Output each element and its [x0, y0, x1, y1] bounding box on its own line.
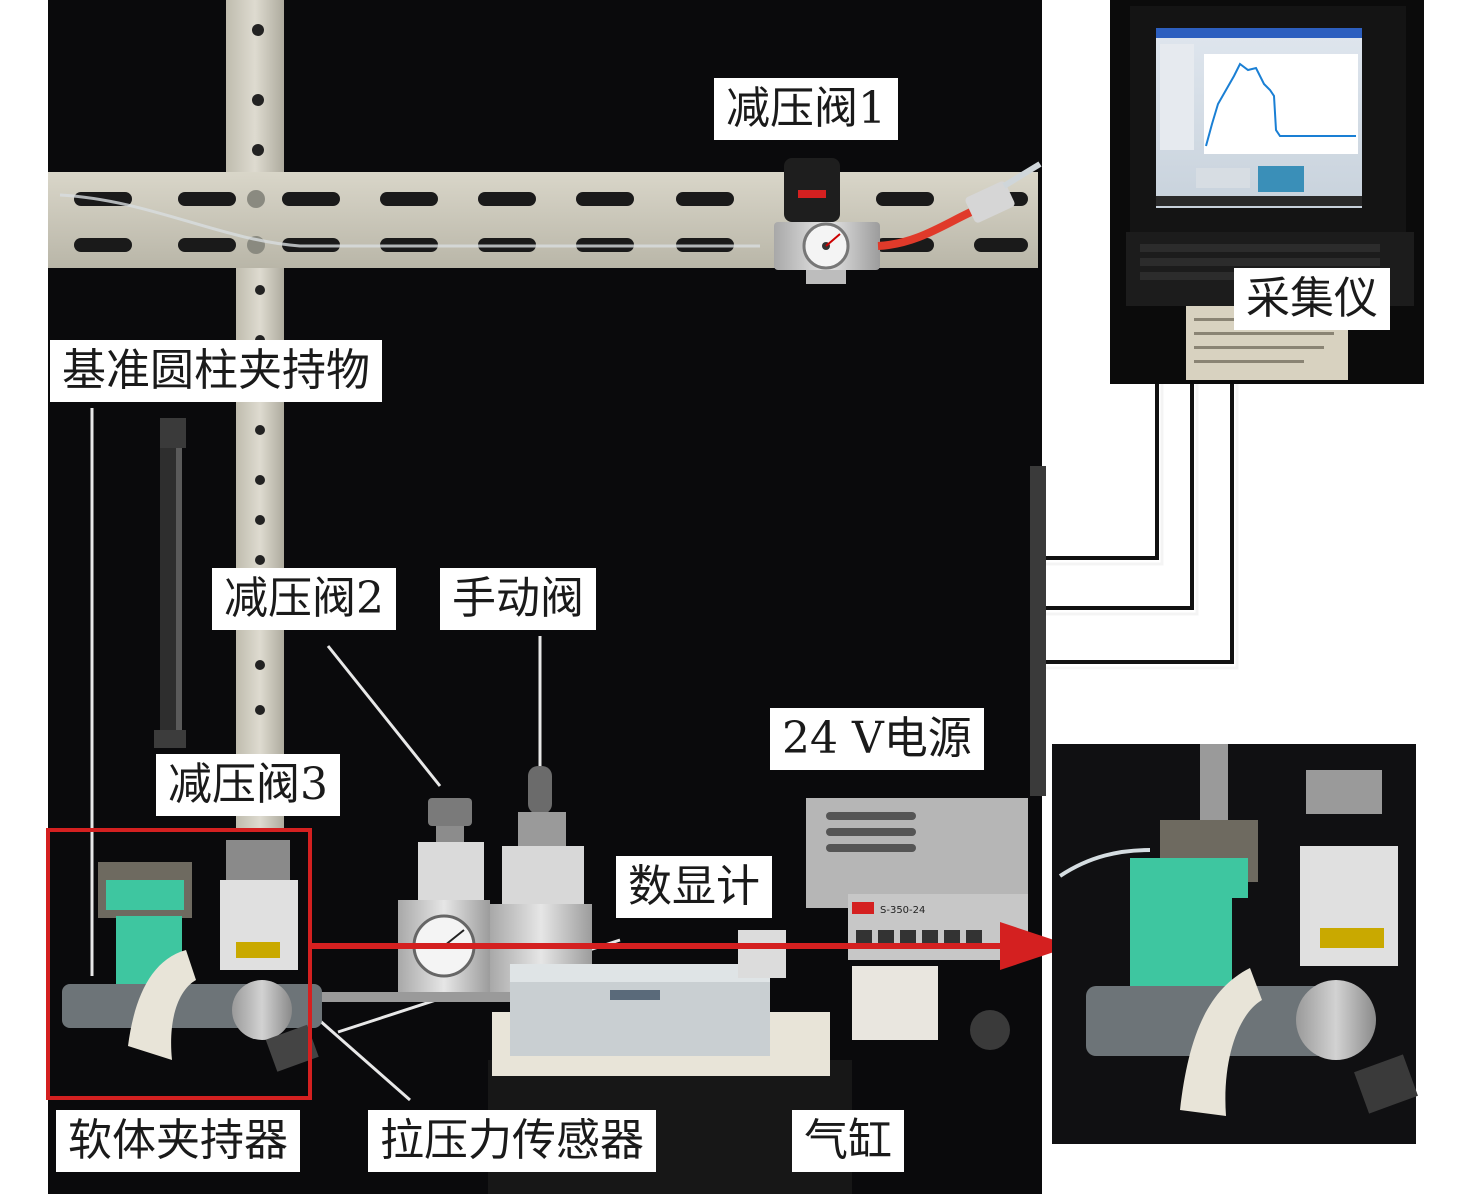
- zoom-arrow-head: [1000, 922, 1072, 970]
- label-pressure-valve-2: 减压阀2: [212, 568, 396, 630]
- label-acquisition-unit: 采集仪: [1234, 268, 1390, 330]
- label-soft-gripper: 软体夹持器: [56, 1110, 300, 1172]
- right-edge-strip: [1030, 466, 1046, 796]
- gripper-highlight-box: [46, 828, 312, 1100]
- label-pressure-valve-1: 减压阀1: [714, 78, 898, 140]
- label-reference-cylinder-object: 基准圆柱夹持物: [50, 340, 382, 402]
- air-tube-rail: [59, 193, 760, 248]
- force-curve: [1205, 62, 1356, 147]
- acquisition-cables: [1042, 382, 1239, 670]
- label-cylinder: 气缸: [792, 1110, 904, 1172]
- red-air-tube: [877, 204, 982, 250]
- rail-slots: [74, 192, 1028, 252]
- label-power-supply: 24 V电源: [770, 708, 984, 770]
- label-digital-display: 数显计: [616, 856, 772, 918]
- horizontal-rail: [48, 172, 1038, 268]
- power-supply-model: S-350-24: [880, 905, 925, 916]
- pressure-valve-1: [774, 158, 880, 284]
- label-force-sensor: 拉压力传感器: [368, 1110, 656, 1172]
- soft-gripper-assembly: [62, 840, 522, 1072]
- label-pressure-valve-3: 减压阀3: [156, 754, 340, 816]
- label-manual-valve: 手动阀: [440, 568, 596, 630]
- tube-connector: [965, 161, 1042, 223]
- inset-photo: [1052, 744, 1418, 1144]
- reference-holder-bar: [154, 418, 186, 748]
